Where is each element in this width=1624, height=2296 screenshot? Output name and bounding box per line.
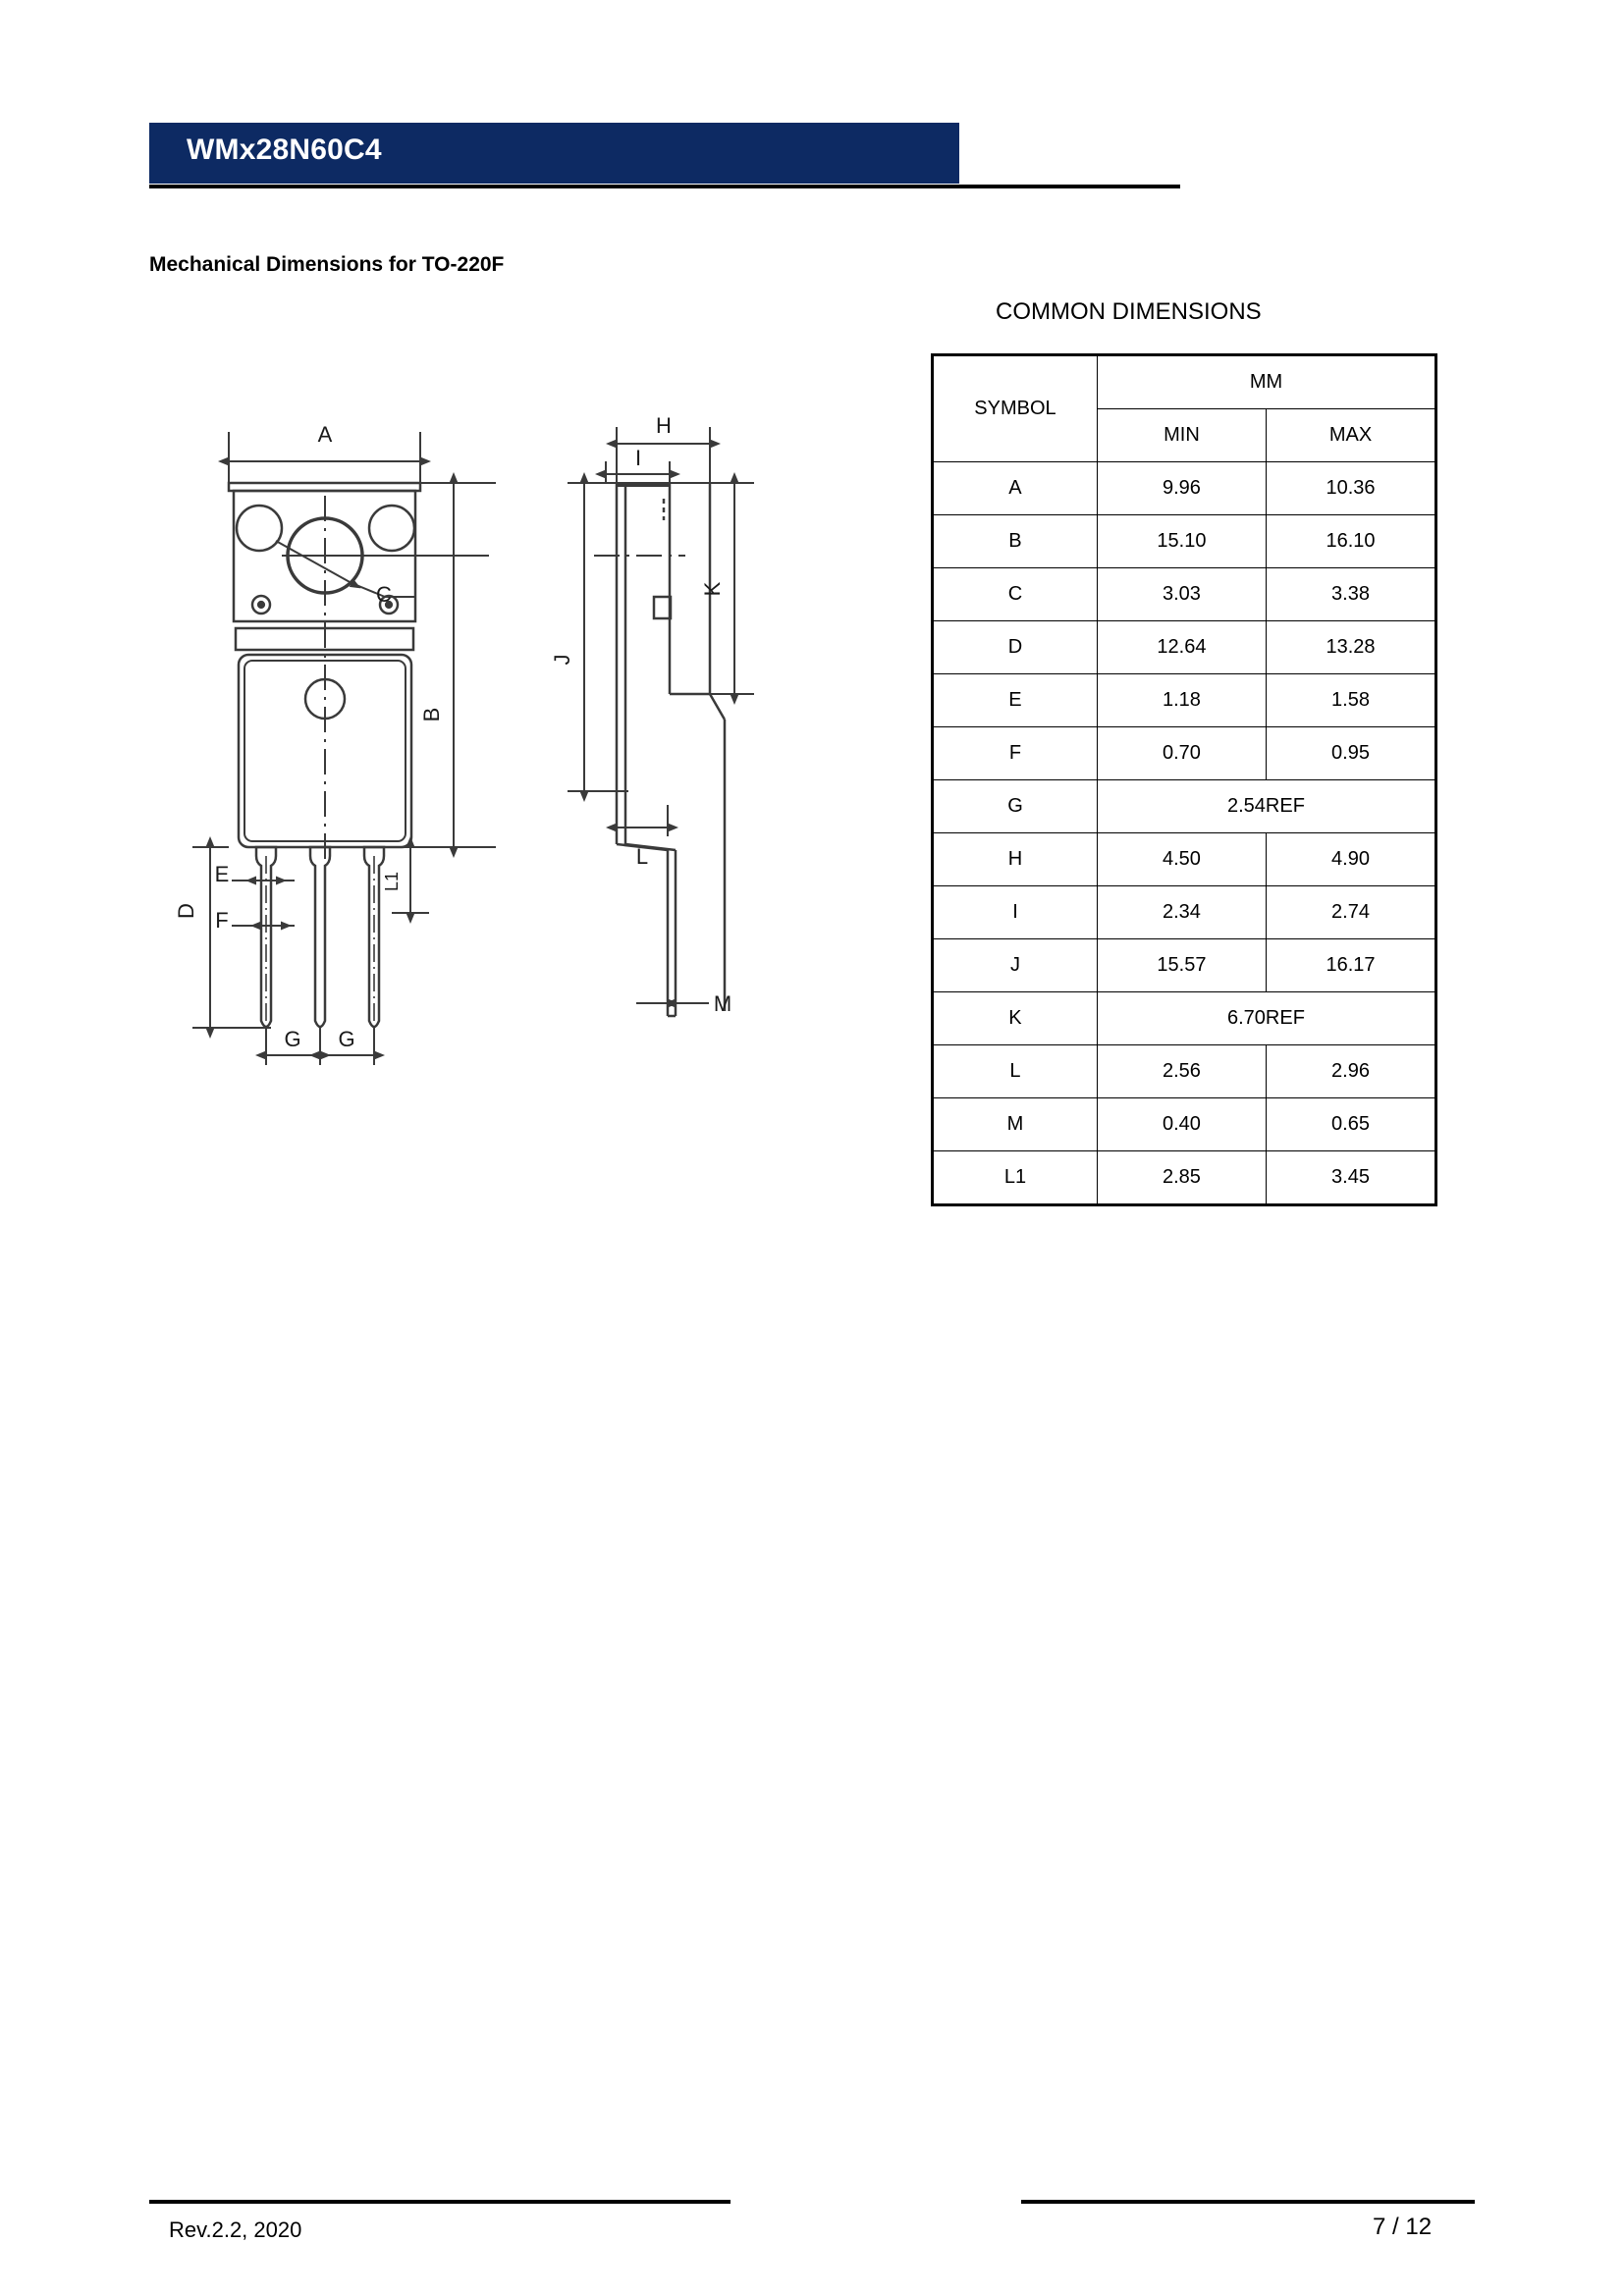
- label-B: B: [419, 708, 444, 722]
- page-title: WMx28N60C4: [187, 133, 382, 166]
- label-G2: G: [338, 1027, 354, 1051]
- label-E: E: [215, 862, 230, 886]
- table-cell-symbol: C: [931, 567, 1098, 621]
- table-cell-symbol: K: [931, 991, 1098, 1045]
- table-cell-symbol: D: [931, 620, 1098, 674]
- label-L: L: [636, 844, 648, 869]
- table-cell-symbol: E: [931, 673, 1098, 727]
- label-D: D: [174, 903, 198, 919]
- table-cell-value-span: 6.70REF: [1096, 991, 1438, 1045]
- table-header-unit: MM: [1096, 353, 1438, 409]
- table-header-symbol: SYMBOL: [931, 353, 1098, 462]
- table-cell-symbol: J: [931, 938, 1098, 992]
- table-cell-min: 0.70: [1096, 726, 1267, 780]
- table-cell-min: 15.57: [1096, 938, 1267, 992]
- footer-divider-right: [1021, 2200, 1475, 2204]
- table-cell-symbol: G: [931, 779, 1098, 833]
- section-heading: Mechanical Dimensions for TO-220F: [149, 253, 505, 276]
- header-divider: [149, 185, 1180, 188]
- side-view: [568, 427, 754, 1018]
- table-cell-min: 2.56: [1096, 1044, 1267, 1098]
- table-cell-min: 12.64: [1096, 620, 1267, 674]
- table-cell-min: 15.10: [1096, 514, 1267, 568]
- label-F: F: [215, 908, 228, 933]
- table-cell-max: 3.45: [1265, 1150, 1438, 1206]
- table-cell-symbol: B: [931, 514, 1098, 568]
- table-cell-min: 2.85: [1096, 1150, 1267, 1206]
- footer-page-number: 7 / 12: [1373, 2214, 1433, 2240]
- table-title: COMMON DIMENSIONS: [996, 298, 1262, 325]
- label-J: J: [550, 655, 574, 666]
- table-cell-max: 0.95: [1265, 726, 1438, 780]
- table-cell-max: 4.90: [1265, 832, 1438, 886]
- table-cell-symbol: H: [931, 832, 1098, 886]
- label-K: K: [700, 581, 725, 596]
- table-cell-symbol: A: [931, 461, 1098, 515]
- table-cell-max: 16.17: [1265, 938, 1438, 992]
- header-band: [149, 123, 959, 184]
- table-cell-min: 9.96: [1096, 461, 1267, 515]
- table-cell-min: 0.40: [1096, 1097, 1267, 1151]
- table-cell-max: 16.10: [1265, 514, 1438, 568]
- label-C: C: [376, 582, 392, 607]
- table-cell-max: 10.36: [1265, 461, 1438, 515]
- table-cell-min: 2.34: [1096, 885, 1267, 939]
- table-cell-max: 2.74: [1265, 885, 1438, 939]
- footer-revision: Rev.2.2, 2020: [169, 2217, 302, 2242]
- table-cell-min: 1.18: [1096, 673, 1267, 727]
- table-header-max: MAX: [1265, 408, 1438, 462]
- table-cell-symbol: I: [931, 885, 1098, 939]
- table-cell-min: 4.50: [1096, 832, 1267, 886]
- table-cell-value-span: 2.54REF: [1096, 779, 1438, 833]
- table-cell-max: 3.38: [1265, 567, 1438, 621]
- table-cell-symbol: L: [931, 1044, 1098, 1098]
- label-H: H: [656, 413, 672, 438]
- table-cell-max: 2.96: [1265, 1044, 1438, 1098]
- label-G1: G: [284, 1027, 300, 1051]
- table-cell-symbol: M: [931, 1097, 1098, 1151]
- label-M: M: [714, 991, 731, 1016]
- table-cell-max: 13.28: [1265, 620, 1438, 674]
- label-A: A: [318, 422, 333, 447]
- footer-divider-left: [149, 2200, 731, 2204]
- label-L1: L1: [382, 872, 402, 891]
- table-cell-max: 0.65: [1265, 1097, 1438, 1151]
- front-view: [192, 432, 496, 1065]
- table-cell-min: 3.03: [1096, 567, 1267, 621]
- table-cell-symbol: F: [931, 726, 1098, 780]
- table-header-min: MIN: [1096, 408, 1267, 462]
- label-I: I: [635, 446, 641, 470]
- table-cell-max: 1.58: [1265, 673, 1438, 727]
- table-cell-symbol: L1: [931, 1150, 1098, 1206]
